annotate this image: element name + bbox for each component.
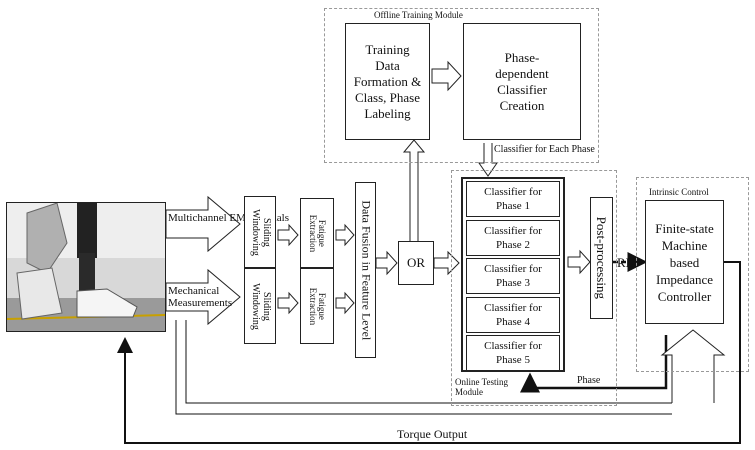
offline-training-module	[324, 8, 599, 163]
arrow-df-or	[375, 250, 398, 276]
emg-input-arrow	[165, 195, 241, 253]
arrow-or-online	[433, 250, 460, 276]
arrow-sw1-fe1	[277, 223, 299, 247]
classifier-phase-3-box: Classifier for Phase 3	[466, 258, 560, 294]
fatigue-extraction-box-2: Fatigue Extraction	[300, 268, 334, 344]
fatigue-extraction-box-1: Fatigue Extraction	[300, 198, 334, 268]
online-module-title: Online Testing Module	[455, 377, 508, 397]
sliding-windowing-box-2: Sliding Windowing	[244, 268, 276, 344]
torque-output-label: Torque Output	[397, 427, 468, 441]
mechanical-measurements-label: Mechanical Measurements	[168, 285, 233, 309]
classifier-phase-2-box: Classifier for Phase 2	[466, 219, 560, 256]
arrow-training-classifier	[431, 60, 462, 92]
classifier-for-each-phase-label: Classifier for Each Phase	[494, 144, 595, 155]
arrow-fe2-df	[335, 291, 355, 315]
arrow-sw2-fe2	[277, 291, 299, 315]
rl-label: RL	[617, 255, 634, 270]
arrow-classifiers-post	[567, 249, 591, 275]
classifier-phase-5-box: Classifier for Phase 5	[466, 335, 560, 371]
impedance-controller-box: Finite-state Machine based Impedance Con…	[645, 200, 724, 324]
data-fusion-box: Data Fusion in Feature Level	[355, 182, 376, 358]
post-processing-box: Post-processing	[590, 197, 613, 319]
intrinsic-control-title: Intrinsic Control	[649, 187, 709, 197]
intrinsic-control-module	[636, 177, 749, 372]
arrow-classifier-online	[478, 143, 498, 177]
mechanical-input-arrow	[165, 268, 241, 326]
arrow-into-controller	[660, 329, 726, 403]
classifier-phase-1-box: Classifier for Phase 1	[466, 181, 560, 217]
prosthesis-photo	[6, 202, 166, 332]
arrow-fe1-df	[335, 223, 355, 247]
or-box: OR	[398, 241, 434, 285]
online-testing-module	[451, 170, 617, 406]
offline-module-title: Offline Training Module	[374, 10, 463, 20]
sliding-windowing-box-1: Sliding Windowing	[244, 196, 276, 268]
arrow-or-offline	[402, 139, 426, 241]
phase-label: Phase	[577, 375, 601, 386]
classifier-phase-4-box: Classifier for Phase 4	[466, 296, 560, 333]
classifier-creation-box: Phase-dependent Classifier Creation	[463, 23, 581, 140]
training-data-box: Training Data Formation & Class, Phase L…	[345, 23, 430, 140]
